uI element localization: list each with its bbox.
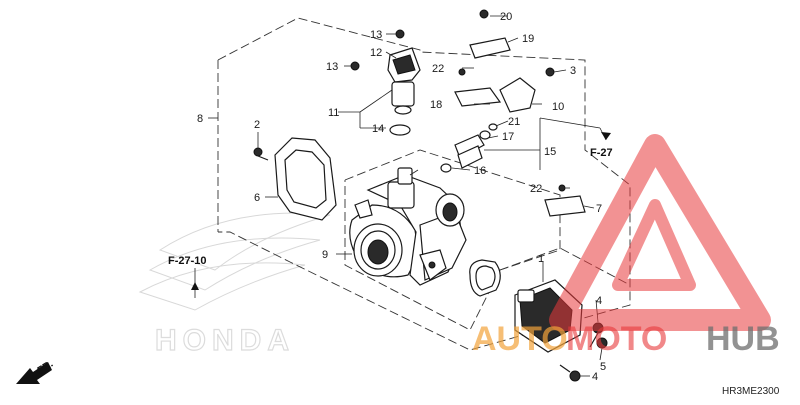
callout-6: 6 <box>254 192 260 204</box>
injector-part <box>440 123 498 173</box>
callout-1: 1 <box>538 253 544 265</box>
watermark-triangle-icon <box>549 134 771 331</box>
callout-2: 2 <box>254 119 260 131</box>
callout-13a: 13 <box>370 29 382 41</box>
fuel-joint-part <box>454 9 586 217</box>
autotmotohub-watermark: AUTO MOTO HUB <box>472 134 780 358</box>
callout-11: 11 <box>328 107 339 119</box>
ref-f27: F-27 <box>590 147 613 159</box>
front-arrow-icon <box>16 362 52 384</box>
callout-8: 8 <box>197 113 203 125</box>
ref-arrow-f27 <box>601 132 611 140</box>
callout-9: 9 <box>322 249 328 261</box>
callout-4a: 4 <box>596 295 602 307</box>
callout-15: 15 <box>544 146 556 158</box>
ref-f2710: F-27-10 <box>168 255 207 267</box>
watermark-inner-triangle-icon <box>612 199 696 291</box>
callout-5: 5 <box>600 361 606 373</box>
leader-lines <box>191 15 611 377</box>
watermark-moto: MOTO <box>566 320 667 358</box>
front-marker: FR. <box>16 359 55 384</box>
callout-16: 16 <box>474 165 486 177</box>
callout-22a: 22 <box>432 63 444 75</box>
throttle-body <box>349 167 467 286</box>
diagram-code: HR3ME2300 <box>722 386 780 397</box>
bracket-part <box>253 137 337 221</box>
callout-3: 3 <box>570 65 576 77</box>
honda-wing-ghost-logo: HONDA <box>138 212 331 358</box>
callout-labels: 1 2 3 4 4 5 6 7 8 9 10 11 12 13 13 14 15… <box>168 11 613 383</box>
honda-ghost-word: HONDA <box>155 324 295 357</box>
callout-14: 14 <box>372 123 384 135</box>
callout-18: 18 <box>430 99 442 111</box>
callout-20: 20 <box>500 11 512 23</box>
callout-19: 19 <box>522 33 534 45</box>
callout-10: 10 <box>552 101 564 113</box>
callout-13b: 13 <box>326 61 338 73</box>
watermark-auto: AUTO <box>472 320 568 358</box>
callout-12: 12 <box>370 47 382 59</box>
callout-21: 21 <box>508 116 520 128</box>
callout-17: 17 <box>502 131 514 143</box>
sensor-assembly <box>350 29 421 136</box>
assembly-outline <box>217 17 631 351</box>
callout-22b: 22 <box>530 183 542 195</box>
callout-7: 7 <box>596 203 602 215</box>
ref-arrow-f2710 <box>191 282 199 290</box>
watermark-hub: HUB <box>706 320 780 358</box>
callout-4b: 4 <box>592 371 598 383</box>
